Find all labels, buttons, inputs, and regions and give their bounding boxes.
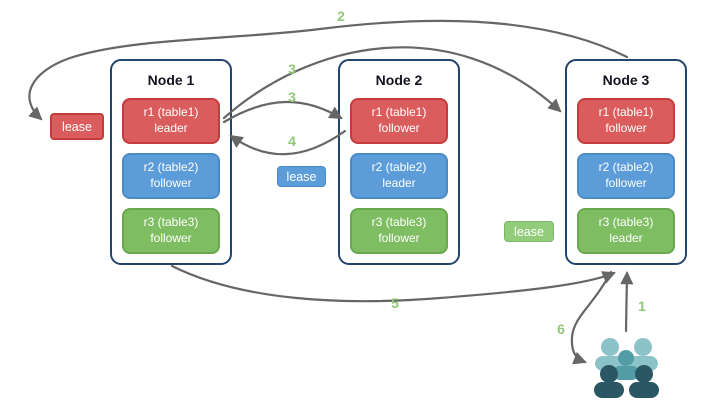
node-1-replica-r3: r3 (table3) follower [122,208,220,254]
node-1-replica-r1: r1 (table1) leader [122,98,220,144]
node-3-title: Node 3 [602,72,650,88]
node-3: Node 3 r1 (table1) follower r2 (table2) … [565,59,687,265]
step-label-4: 4 [288,133,296,149]
replica-name: r1 (table1) [143,105,199,120]
person-middle [613,350,639,380]
replica-name: r2 (table2) [143,160,199,175]
replica-name: r2 (table2) [598,160,654,175]
arrow-step-3-leader-to-node2-follower [222,100,343,124]
replica-role: follower [605,121,647,135]
node-3-replica-r2: r2 (table2) follower [577,153,675,199]
node-2: Node 2 r1 (table1) follower r2 (table2) … [338,59,460,265]
replica-name: r3 (table3) [371,215,427,230]
replica-role: follower [378,231,420,245]
lease-badge-r2: lease [277,166,326,187]
person-front-left [594,365,624,398]
step-label-5: 5 [391,295,399,311]
replica-role: leader [154,121,188,135]
node-2-replica-r2: r2 (table2) leader [350,153,448,199]
person-front-right [629,365,659,398]
replica-name: r2 (table2) [371,160,427,175]
replica-name: r1 (table1) [371,105,427,120]
replica-name: r3 (table3) [598,215,654,230]
replica-name: r3 (table3) [143,215,199,230]
node-1-replica-r2: r2 (table2) follower [122,153,220,199]
step-label-3-to-node3: 3 [288,61,296,77]
replica-role: leader [609,231,643,245]
replica-role: follower [150,231,192,245]
step-label-6: 6 [557,321,565,337]
step-label-1: 1 [638,298,646,314]
replica-role: follower [378,121,420,135]
lease-badge-r3: lease [504,221,554,242]
users-icon [594,338,659,398]
node-1-title: Node 1 [147,72,195,88]
replica-role: leader [382,176,416,190]
replica-role: follower [605,176,647,190]
node-2-replica-r3: r3 (table3) follower [350,208,448,254]
arrow-step-1-users-to-node3 [620,271,634,333]
node-2-title: Node 2 [375,72,423,88]
node-1: Node 1 r1 (table1) leader r2 (table2) fo… [110,59,232,265]
replica-role: follower [150,176,192,190]
replica-name: r1 (table1) [598,105,654,120]
lease-badge-r1: lease [50,113,104,140]
node-3-replica-r3: r3 (table3) leader [577,208,675,254]
step-label-2: 2 [337,8,345,24]
node-3-replica-r1: r1 (table1) follower [577,98,675,144]
node-2-replica-r1: r1 (table1) follower [350,98,448,144]
step-label-3-to-node2: 3 [288,89,296,105]
